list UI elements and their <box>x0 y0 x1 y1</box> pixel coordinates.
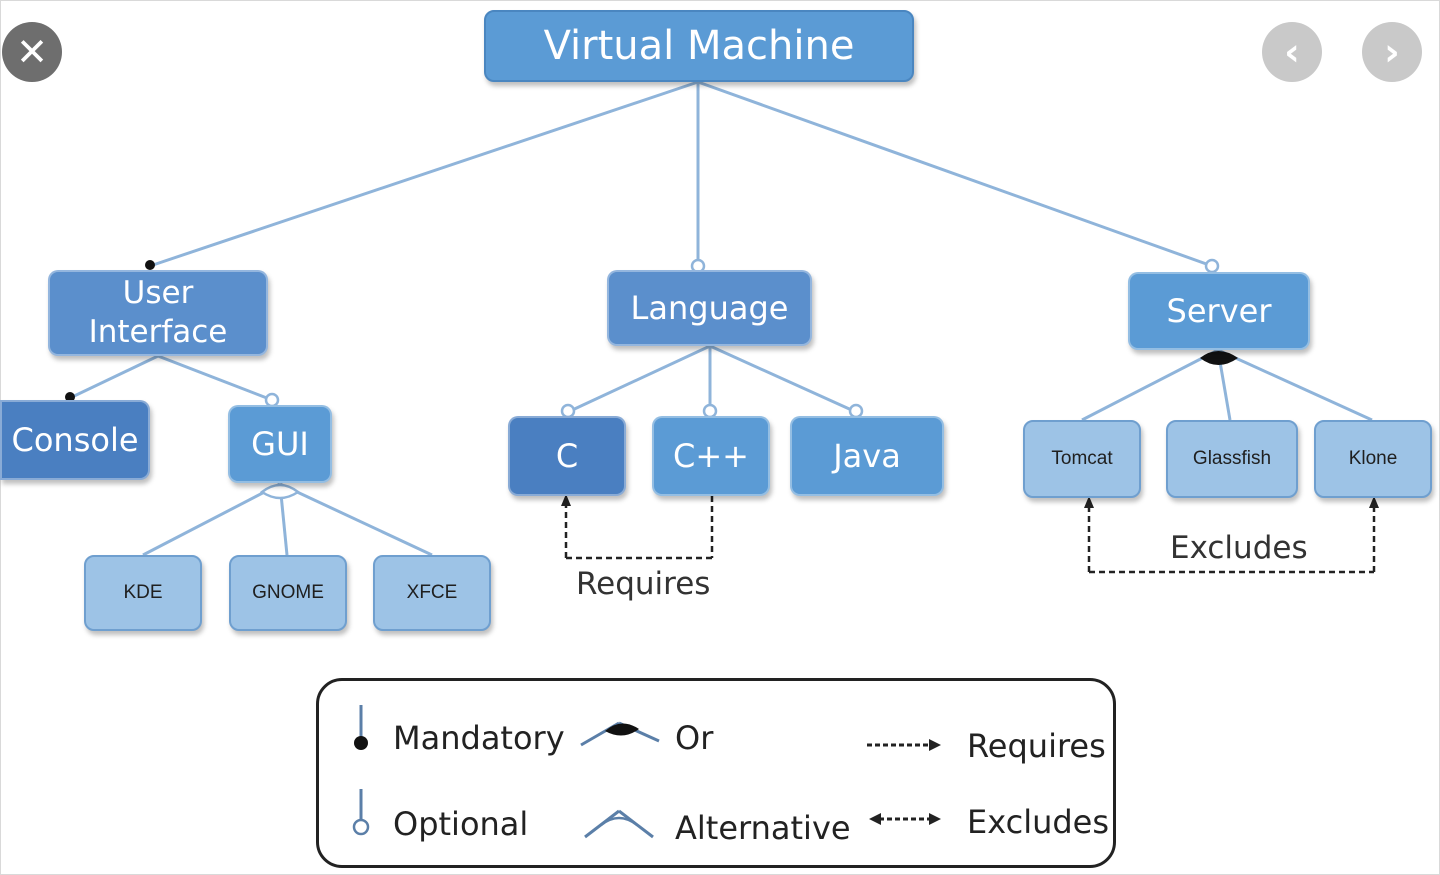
feature-glassfish-label: Glassfish <box>1192 448 1272 470</box>
feature-console-label: Console <box>11 421 139 459</box>
feature-kde: KDE <box>84 555 202 631</box>
feature-language-label: Language <box>630 289 789 327</box>
feature-tomcat: Tomcat <box>1023 420 1141 498</box>
optional-symbol-icon <box>352 789 370 836</box>
feature-gui: GUI <box>228 405 332 483</box>
feature-klone-label: Klone <box>1348 448 1398 470</box>
requires-constraint-label: Requires <box>576 566 711 602</box>
feature-cpp-label: C++ <box>673 437 749 475</box>
excludes-arrow-icon <box>869 813 941 825</box>
feature-cpp: C++ <box>652 416 770 496</box>
legend-alternative-label: Alternative <box>675 809 851 847</box>
feature-gnome-label: GNOME <box>252 582 324 604</box>
feature-java: Java <box>790 416 944 496</box>
legend-symbols <box>352 705 941 839</box>
feature-server: Server <box>1128 272 1310 350</box>
legend-requires-label: Requires <box>967 727 1106 765</box>
close-icon[interactable]: ✕ <box>2 22 62 82</box>
feature-glassfish: Glassfish <box>1166 420 1298 498</box>
excludes-constraint-label: Excludes <box>1170 530 1308 566</box>
feature-server-label: Server <box>1166 292 1272 330</box>
feature-xfce: XFCE <box>373 555 491 631</box>
legend-mandatory-label: Mandatory <box>393 719 565 757</box>
legend-optional-label: Optional <box>393 805 529 843</box>
chevron-right-icon[interactable]: › <box>1362 22 1422 82</box>
close-glyph: ✕ <box>16 30 48 74</box>
feature-klone: Klone <box>1314 420 1432 498</box>
feature-c-label: C <box>555 437 579 475</box>
feature-language: Language <box>607 270 812 346</box>
chevron-right-glyph: › <box>1384 30 1400 74</box>
legend-excludes-label: Excludes <box>967 803 1110 841</box>
feature-gui-label: GUI <box>251 425 309 463</box>
chevron-left-icon[interactable]: ‹ <box>1262 22 1322 82</box>
mandatory-symbol-icon <box>354 705 368 750</box>
feature-gnome: GNOME <box>229 555 347 631</box>
feature-console: Console <box>0 400 150 480</box>
feature-xfce-label: XFCE <box>406 582 458 604</box>
chevron-left-glyph: ‹ <box>1284 30 1300 74</box>
feature-tomcat-label: Tomcat <box>1051 448 1113 470</box>
feature-kde-label: KDE <box>123 582 163 604</box>
feature-user-interface: User Interface <box>48 270 268 356</box>
alternative-symbol-icon <box>584 809 654 839</box>
feature-java-label: Java <box>833 437 901 475</box>
root-feature-virtual-machine: Virtual Machine <box>484 10 914 82</box>
or-symbol-icon <box>580 721 660 747</box>
root-feature-label: Virtual Machine <box>543 23 855 69</box>
requires-arrow-icon <box>867 739 941 751</box>
feature-c: C <box>508 416 626 496</box>
legend-box: Mandatory Optional Or Alternative Requir… <box>316 678 1116 868</box>
legend-or-label: Or <box>675 719 714 757</box>
feature-user-interface-label: User Interface <box>88 275 228 350</box>
